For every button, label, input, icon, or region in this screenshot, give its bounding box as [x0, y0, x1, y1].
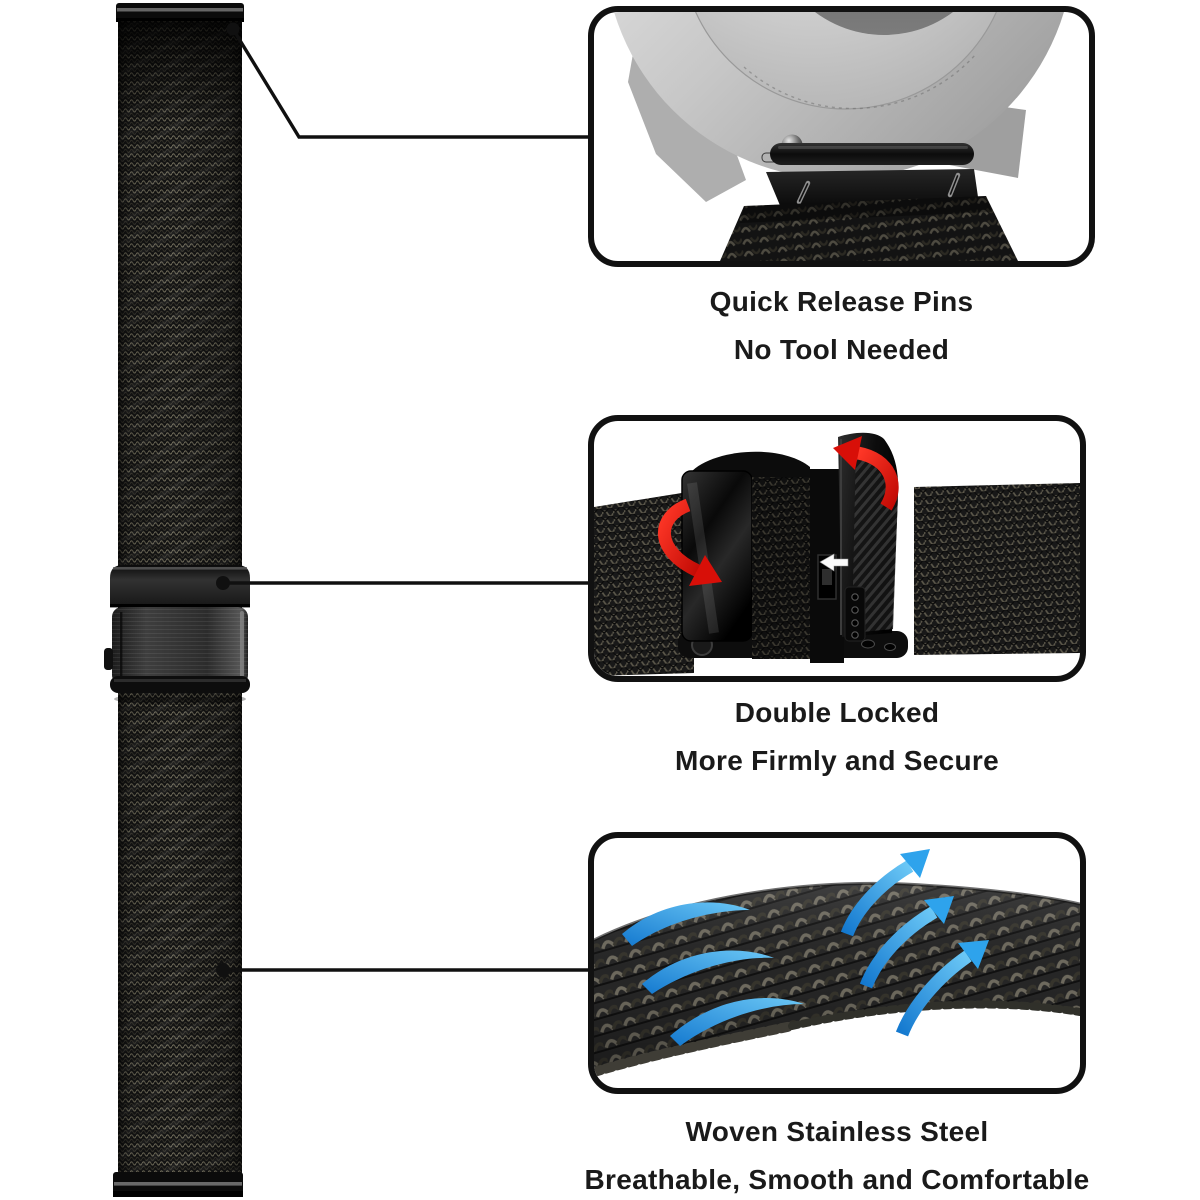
double-locked-illustration [594, 432, 1080, 676]
callout-dot-quick-release [226, 22, 240, 36]
end-plate-slot-left-inner [798, 183, 809, 202]
lever-hole-2 [884, 643, 896, 651]
spring-bar [770, 143, 974, 165]
caption-woven-line1: Woven Stainless Steel [685, 1116, 989, 1147]
caption-quick-release-line2: No Tool Needed [733, 334, 950, 365]
caption-quick-release-line1: Quick Release Pins [709, 286, 974, 317]
band-top-end-bar [116, 3, 244, 22]
mesh-strip-shade [752, 477, 810, 659]
caption-double-locked-line2: More Firmly and Secure [674, 745, 1000, 776]
caseback-engraving-arc [743, 53, 977, 110]
caption-double-locked-line1: Double Locked [734, 697, 940, 728]
white-slide-arrow-icon [819, 553, 849, 572]
callout-dot-woven [216, 963, 230, 977]
woven-steel-illustration [594, 849, 1080, 1077]
airflow-swoosh-icon [670, 998, 804, 1046]
perforated-strip [844, 586, 866, 642]
caption-woven-line2: Breathable, Smooth and Comfortable [584, 1164, 1090, 1195]
lock-latch-tooth [822, 569, 832, 585]
mesh-shadow [740, 196, 992, 223]
airflow-swoosh-icon [642, 950, 774, 994]
perforation-holes [851, 593, 859, 639]
spring-bar-sheen [778, 146, 968, 149]
panel-quick-release [588, 6, 1095, 267]
end-plate-slot-right-inner [949, 175, 959, 195]
lever-hole-1 [861, 639, 875, 649]
blue-airflow-arrow-icon [859, 896, 954, 989]
caseback-center [815, 12, 953, 35]
panel-double-locked [588, 415, 1086, 682]
band-buckle [104, 565, 250, 705]
mesh-band-closeup [720, 196, 1018, 261]
mesh-strip-center [752, 477, 810, 659]
callout-dot-double-locked [216, 576, 230, 590]
callout-line-quick-release [231, 28, 592, 139]
red-rotate-arrow-left-icon [657, 498, 722, 586]
watch-caseback [695, 12, 997, 110]
quick-release-illustration [614, 12, 1064, 261]
airflow-swoosh-icons [622, 902, 804, 1046]
panel-woven-steel [588, 832, 1086, 1094]
red-rotate-arrow-right-icon [833, 436, 899, 511]
blue-airflow-arrow-icons [840, 849, 989, 1037]
airflow-swoosh-icon [622, 902, 750, 946]
band-bottom-end-bar [113, 1172, 243, 1197]
blue-airflow-arrow-icon [895, 940, 989, 1037]
mesh-coil-edge [594, 1021, 797, 1077]
mesh-band-right [914, 483, 1080, 655]
plate-reflection [687, 482, 719, 634]
mesh-coil-edge-2 [788, 1000, 1080, 1030]
watch-band-image [104, 3, 250, 1197]
blue-airflow-arrow-icon [840, 849, 930, 937]
